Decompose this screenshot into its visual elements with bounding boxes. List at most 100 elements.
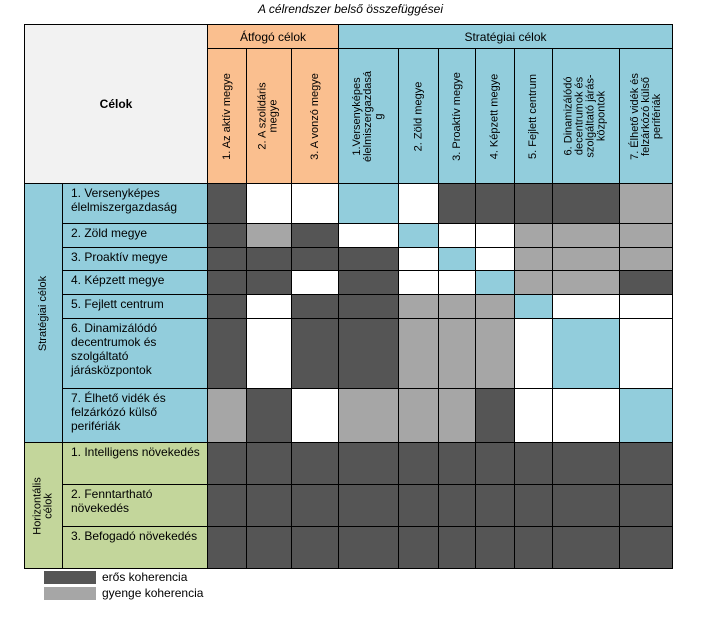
matrix-cell xyxy=(619,318,672,388)
column-header-line: 5. Fejlett centrum xyxy=(527,73,540,159)
matrix-cell xyxy=(438,484,475,526)
column-header: 3. Proaktív megye xyxy=(438,48,475,183)
row-label: 1. Versenyképes élelmiszergazdaság xyxy=(62,183,207,223)
matrix-cell xyxy=(514,526,552,568)
row-label: 3. Proaktív megye xyxy=(62,247,207,270)
matrix-cell xyxy=(207,442,246,484)
matrix-cell xyxy=(619,294,672,318)
matrix-cell xyxy=(207,183,246,223)
corner-header: Célok xyxy=(24,24,207,183)
matrix-cell xyxy=(246,388,291,442)
column-header: 1. Az aktív megye xyxy=(207,48,246,183)
legend-label: erős koherencia xyxy=(102,570,188,584)
column-header-label: 4. Képzett megye xyxy=(489,73,501,159)
column-header-line: felzárkózó külső xyxy=(639,76,652,156)
corner-label: Célok xyxy=(99,97,133,111)
matrix-cell xyxy=(338,294,398,318)
matrix-cell xyxy=(438,247,475,270)
group-label-text: Stratégiai célok xyxy=(37,275,49,351)
matrix-cell xyxy=(291,318,338,388)
column-header-label: 3. A vonzó megye xyxy=(309,73,321,160)
matrix-cell xyxy=(207,270,246,294)
matrix-cell xyxy=(207,294,246,318)
matrix-cell xyxy=(619,526,672,568)
matrix-cell xyxy=(438,526,475,568)
matrix-cell xyxy=(246,484,291,526)
matrix-cell xyxy=(619,247,672,270)
matrix-cell xyxy=(398,484,438,526)
column-header: 5. Fejlett centrum xyxy=(514,48,552,183)
matrix-cell xyxy=(338,183,398,223)
matrix-cell xyxy=(438,294,475,318)
row-label-text: 6. Dinamizálódó decentrumok és szolgálta… xyxy=(71,321,158,377)
matrix-cell xyxy=(338,247,398,270)
row-label-text: 2. Zöld megye xyxy=(71,226,148,240)
legend-swatch xyxy=(44,587,96,600)
matrix-cell xyxy=(338,484,398,526)
matrix-cell xyxy=(246,270,291,294)
matrix-cell xyxy=(619,388,672,442)
matrix-cell xyxy=(338,388,398,442)
matrix-cell xyxy=(475,270,514,294)
column-header-label: 1. Az aktív megye xyxy=(220,72,233,160)
matrix-cell xyxy=(398,318,438,388)
matrix-cell xyxy=(619,484,672,526)
matrix-cell xyxy=(398,183,438,223)
matrix-cell xyxy=(514,223,552,247)
row-label-text: 1. Intelligens növekedés xyxy=(71,445,200,459)
matrix-cell xyxy=(438,270,475,294)
matrix-cell xyxy=(438,388,475,442)
matrix-cell xyxy=(552,294,619,318)
matrix-cell xyxy=(552,183,619,223)
row-label: 2. Fenntartható növekedés xyxy=(62,484,207,526)
legend-label: gyenge koherencia xyxy=(102,586,204,600)
matrix-cell xyxy=(475,223,514,247)
matrix-cell xyxy=(514,484,552,526)
matrix-cell xyxy=(514,183,552,223)
matrix-cell xyxy=(552,270,619,294)
matrix-cell xyxy=(246,223,291,247)
matrix-cell xyxy=(619,442,672,484)
group-header-atfogo: Átfogó célok xyxy=(207,24,338,48)
matrix-cell xyxy=(475,388,514,442)
row-label: 7. Élhető vidék és felzárkózó külső peri… xyxy=(62,388,207,442)
matrix-cell xyxy=(514,270,552,294)
matrix-cell xyxy=(438,223,475,247)
row-label-text: 3. Proaktív megye xyxy=(71,250,168,264)
matrix-cell xyxy=(475,247,514,270)
matrix-cell xyxy=(398,223,438,247)
column-header-line: g xyxy=(373,112,386,120)
matrix-cell xyxy=(475,294,514,318)
matrix-cell xyxy=(619,223,672,247)
matrix-cell xyxy=(514,442,552,484)
column-header-line: 1. Az aktív megye xyxy=(220,72,233,160)
row-label-text: 1. Versenyképes élelmiszergazdaság xyxy=(71,186,178,214)
matrix-cell xyxy=(338,526,398,568)
matrix-cell xyxy=(552,484,619,526)
row-label-text: 4. Képzett megye xyxy=(71,273,165,287)
matrix-cell xyxy=(438,318,475,388)
group-header-strategic: Stratégiai célok xyxy=(338,24,672,48)
matrix-cell xyxy=(398,247,438,270)
matrix-cell xyxy=(619,183,672,223)
matrix-cell xyxy=(291,223,338,247)
matrix-cell xyxy=(291,388,338,442)
matrix-cell xyxy=(246,247,291,270)
matrix-cell xyxy=(291,484,338,526)
matrix-cell xyxy=(398,270,438,294)
matrix-cell xyxy=(291,183,338,223)
column-header-label: 2. Zöld megye xyxy=(412,81,425,151)
matrix-cell xyxy=(514,318,552,388)
matrix-cell xyxy=(619,270,672,294)
row-label: 6. Dinamizálódó decentrumok és szolgálta… xyxy=(62,318,207,388)
column-header-line: 2. Zöld megye xyxy=(412,81,425,151)
row-label: 2. Zöld megye xyxy=(62,223,207,247)
column-header-line: 7. Élhető vidék és xyxy=(628,72,641,160)
column-header: 2. Zöld megye xyxy=(398,48,438,183)
matrix-cell xyxy=(552,223,619,247)
row-label-text: 5. Fejlett centrum xyxy=(71,297,164,311)
